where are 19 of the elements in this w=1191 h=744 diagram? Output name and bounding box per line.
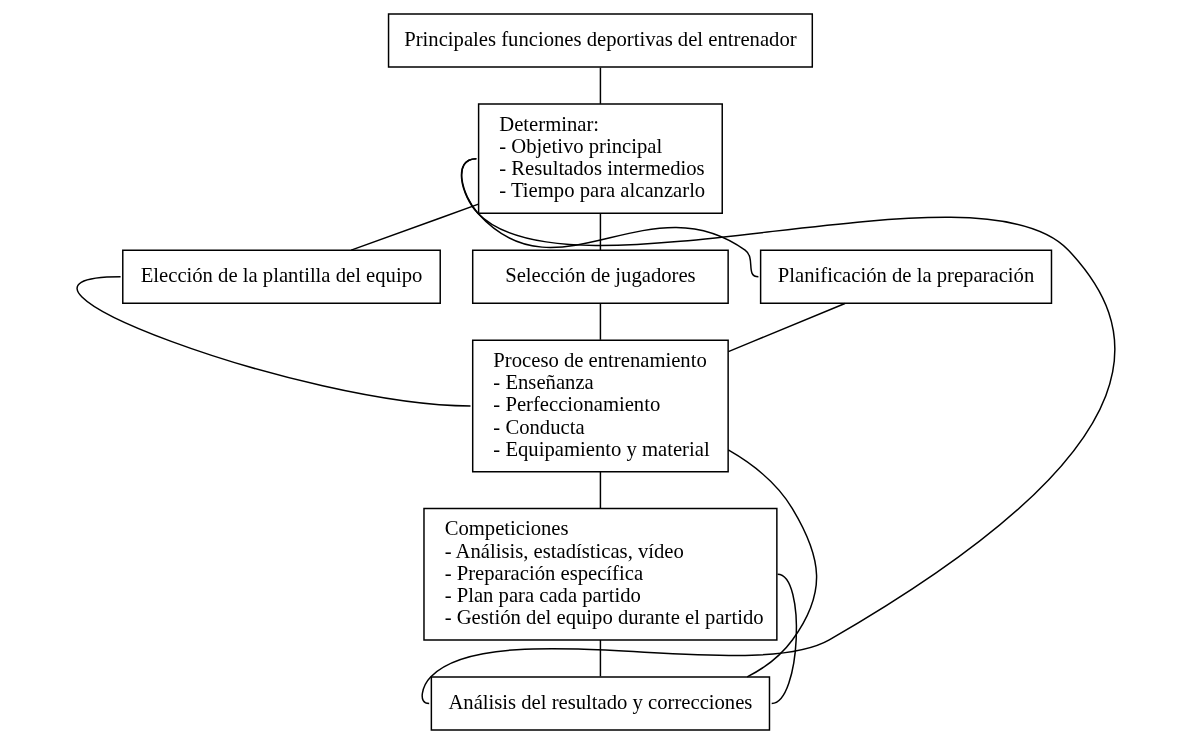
node-box: Selección de jugadores — [471, 249, 729, 305]
node-box: Planificación de la preparación — [759, 249, 1052, 305]
node-box: Principales funciones deportivas del entrenador — [387, 13, 813, 68]
connector — [420, 157, 1115, 705]
connector — [349, 203, 479, 251]
connector — [599, 303, 601, 341]
connector — [599, 66, 601, 105]
node-box: Elección de la plantilla del equipo — [121, 249, 441, 305]
connector — [76, 276, 471, 407]
connector — [770, 573, 797, 705]
connector — [599, 639, 601, 678]
connector — [727, 302, 846, 353]
node-box: Proceso de entrenamiento - Enseñanza - Perfeccionamiento - Conducta - Equipamiento y material — [471, 339, 729, 473]
connector — [727, 449, 817, 678]
node-box: Análisis del resultado y correcciones — [430, 676, 770, 731]
connector — [599, 212, 601, 251]
node-box: Determinar: - Objetivo principal - Resultados intermedios - Tiempo para alcanzarlo — [477, 103, 723, 214]
connector — [599, 471, 601, 510]
node-box: Competiciones - Análisis, estadísticas, vídeo - Preparación específica - Plan para cada partido - Gestión del equipo durante el partido — [422, 507, 778, 641]
